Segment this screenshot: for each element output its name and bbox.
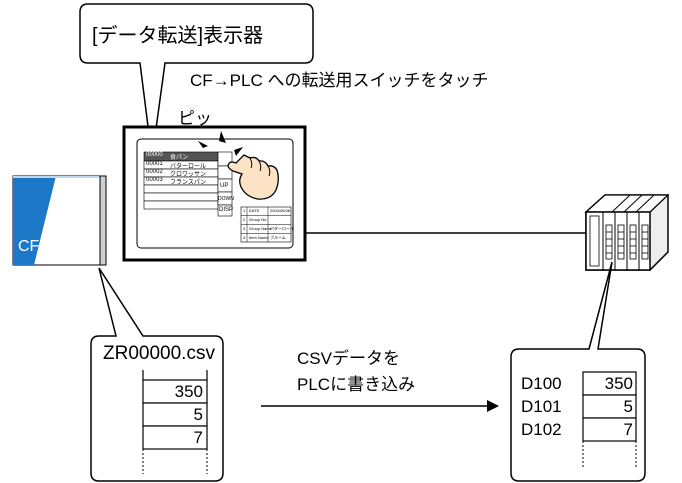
info-no: 1: [243, 208, 246, 213]
plc-icon: [584, 194, 670, 271]
register-value: 5: [623, 397, 633, 416]
sound-caption: ピッ: [178, 109, 212, 128]
cf-card-label: CFカード: [18, 238, 88, 255]
transfer-arrow: [261, 400, 499, 412]
info-no: 4: [243, 235, 246, 240]
csv-filename: ZR00000.csv: [103, 343, 215, 364]
plc-register-callout: [510, 261, 646, 482]
pointing-hand-icon: [227, 154, 279, 200]
csv-value: 5: [193, 405, 203, 424]
csv-callout: [90, 267, 224, 482]
transfer-caption-line2: PLCに書き込み: [297, 375, 416, 394]
screen-row-code: 00003: [146, 177, 163, 183]
csv-value: 7: [193, 428, 203, 447]
screen-row-code: 00002: [146, 169, 163, 175]
info-key: Item Name: [249, 235, 269, 240]
cf-card-icon: [12, 175, 107, 266]
screen-row-name: クロワッサン: [170, 172, 207, 178]
display-device: [122, 125, 307, 262]
info-val: 2004/06/08: [270, 208, 291, 213]
info-key: DATE: [249, 208, 260, 213]
info-no: 3: [243, 226, 246, 231]
screen-disp-button: DISP: [219, 207, 234, 213]
display-callout: [79, 3, 314, 159]
register-value: 350: [604, 374, 633, 393]
info-key: Group Name: [249, 226, 272, 231]
register-address: D102: [521, 420, 562, 439]
screen-row-code: 00001: [146, 161, 163, 167]
register-value: 7: [623, 420, 633, 439]
register-address: D101: [521, 397, 562, 416]
info-val: ブルーム: [270, 235, 286, 240]
csv-value: 350: [174, 382, 203, 401]
screen-up-button: UP: [220, 183, 229, 189]
screen-row-name: バターロール: [170, 164, 207, 170]
info-val: バターロール: [270, 226, 294, 231]
register-address: D100: [521, 374, 562, 393]
transfer-caption-line1: CSVデータを: [297, 349, 400, 368]
screen-down-button: DOWN: [218, 196, 234, 202]
screen-row-name: 食パン: [170, 155, 189, 161]
touch-caption: CF→PLC への転送用スイッチをタッチ: [190, 71, 489, 90]
info-key: Group No.: [249, 217, 268, 222]
screen-row-name: フランスパン: [170, 180, 207, 186]
tap-effect-marks: [198, 131, 243, 156]
screen-row-code: 00000: [146, 152, 163, 158]
info-no: 2: [243, 217, 246, 222]
display-callout-label: [データ転送]表示器: [92, 25, 264, 47]
